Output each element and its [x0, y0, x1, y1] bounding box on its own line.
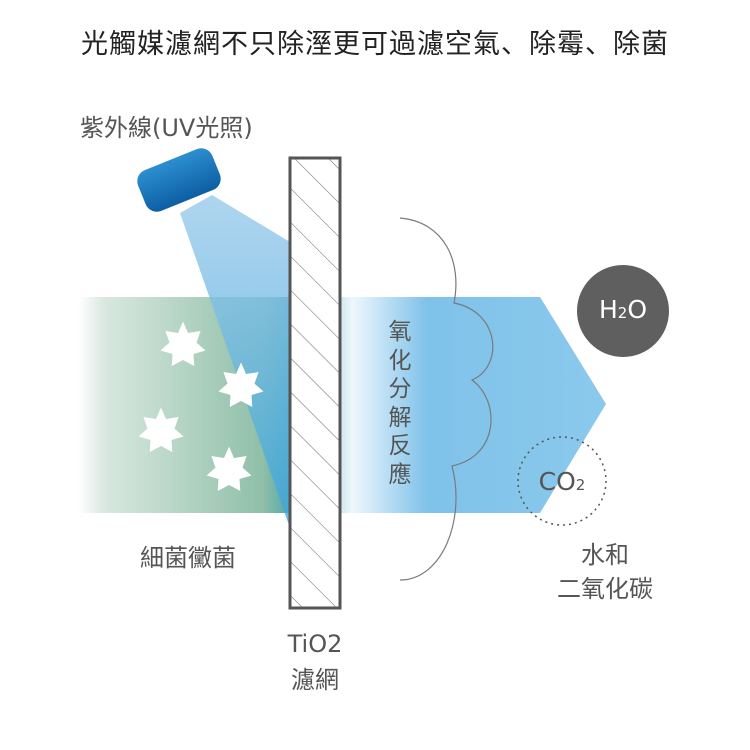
reaction-char: 解: [388, 404, 412, 431]
co2-sub: 2: [575, 476, 586, 494]
bacterium-icon: [160, 321, 206, 366]
reaction-char: 分: [388, 376, 412, 402]
bacteria-icons: [138, 321, 264, 491]
reaction-char: 化: [388, 347, 412, 374]
h2o-o: O: [627, 295, 648, 324]
bacteria-label: 細菌黴菌: [140, 544, 236, 572]
reaction-char: 氧: [388, 319, 412, 345]
co2-label: CO2: [518, 466, 606, 501]
bacterium-icon: [218, 362, 264, 407]
co2-circle: [517, 436, 607, 526]
filter-label: TiO2 濾網: [265, 626, 365, 698]
h2o-h: H: [598, 295, 618, 324]
co2-main: CO: [538, 467, 576, 496]
output-label: 水和 二氧化碳: [540, 538, 670, 606]
bacterium-icon: [138, 407, 184, 452]
h2o-label: H2O: [577, 294, 669, 329]
h2o-sub: 2: [617, 304, 628, 322]
output-label-line1: 水和: [581, 541, 629, 569]
uv-light-label: 紫外線(UV光照): [80, 114, 253, 142]
uv-lamp-icon: [137, 148, 221, 212]
reaction-char: 應: [388, 461, 412, 488]
airflow-arrow: [78, 297, 606, 513]
reaction-char: 反: [388, 433, 412, 459]
bacterium-icon: [206, 446, 252, 491]
reaction-bracket: [399, 217, 494, 581]
h2o-circle: [577, 265, 669, 357]
filter-label-line1: TiO2: [287, 630, 343, 658]
uv-beam: [180, 195, 290, 528]
page-title: 光觸媒濾網不只除溼更可過濾空氣、除霉、除菌: [81, 29, 669, 60]
filter-label-line2: 濾網: [291, 666, 339, 694]
reaction-label: 氧 化 分 解 反 應: [380, 318, 420, 489]
output-label-line2: 二氧化碳: [557, 575, 653, 603]
